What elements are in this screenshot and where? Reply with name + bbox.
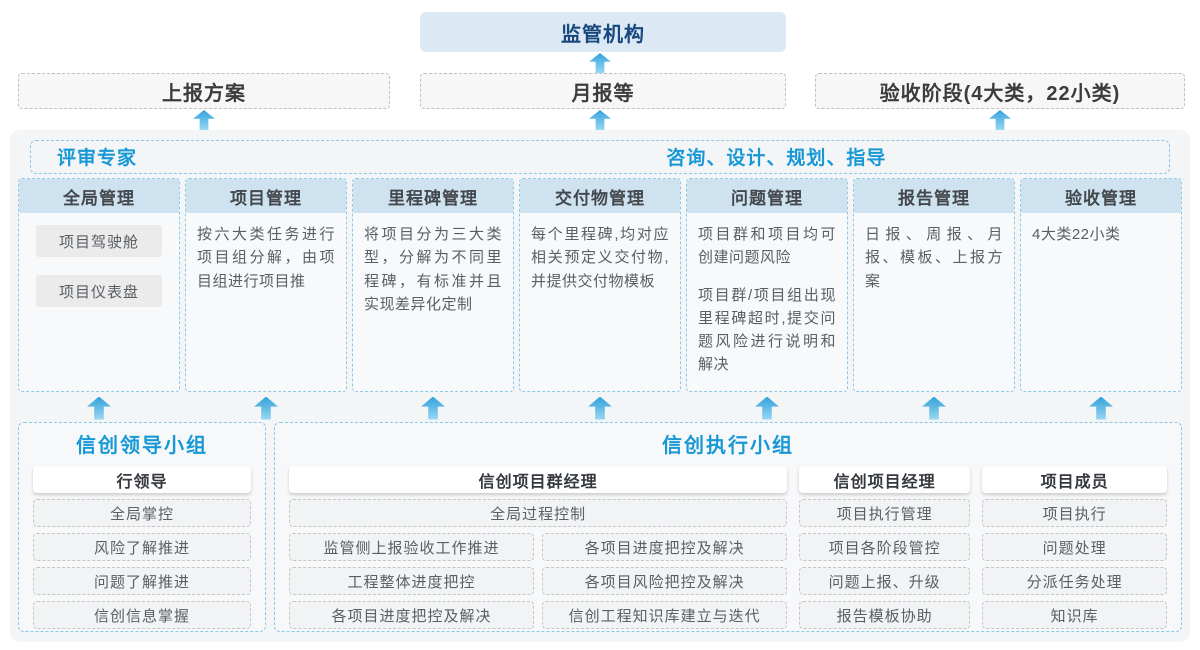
column-project-management: 项目管理 按六大类任务进行项目组分解，由项目组进行项目推: [185, 178, 347, 392]
column-description: 每个里程碑,均对应相关预定义交付物,并提供交付物模板: [531, 226, 669, 290]
project-manager-duty-item: 报告模板协助: [799, 601, 971, 629]
column-arrows-row: [18, 396, 1182, 420]
pm-duty-item: 各项目进度把控及解决: [542, 533, 788, 561]
regulator-label: 监管机构: [561, 23, 645, 46]
review-experts-label: 评审专家: [57, 148, 138, 169]
column-report-management: 报告管理 日报、周报、月报、模板、上报方案: [853, 178, 1015, 392]
up-arrow-icon: [1089, 396, 1113, 420]
consulting-design-label: 咨询、设计、规划、指导: [666, 148, 887, 169]
column-title: 全局管理: [19, 179, 179, 213]
pm-duty-item: 各项目风险把控及解决: [542, 567, 788, 595]
up-arrow-icon: [421, 396, 445, 420]
column-milestone-management: 里程碑管理 将项目分为三大类型，分解为不同里程碑，有标准并且实现差异化定制: [352, 178, 514, 392]
output-box-report-plan: 上报方案: [18, 73, 390, 109]
column-description: 日报、周报、月报、模板、上报方案: [865, 226, 1003, 290]
pm-duty-item: 工程整体进度把控: [289, 567, 535, 595]
platform-container: 评审专家 咨询、设计、规划、指导 全局管理 项目驾驶舱 项目仪表盘 项目管理 按…: [10, 130, 1190, 642]
project-manager-card: 信创项目经理: [799, 466, 971, 493]
bank-leader-card: 行领导: [33, 466, 251, 493]
up-arrow-icon: [922, 396, 946, 420]
regulator-box: 监管机构: [420, 12, 786, 52]
up-arrow-icon: [589, 110, 611, 130]
column-global-management: 全局管理 项目驾驶舱 项目仪表盘: [18, 178, 180, 392]
project-manager-duty-item: 项目各阶段管控: [799, 533, 971, 561]
program-manager-card: 信创项目群经理: [289, 466, 788, 493]
management-columns: 全局管理 项目驾驶舱 项目仪表盘 项目管理 按六大类任务进行项目组分解，由项目组…: [18, 178, 1182, 392]
column-title: 报告管理: [854, 179, 1014, 213]
member-duty-item: 知识库: [982, 601, 1167, 629]
column-title: 问题管理: [687, 179, 847, 213]
pill-project-cockpit: 项目驾驶舱: [36, 225, 162, 257]
pm-duty-item: 各项目进度把控及解决: [289, 601, 535, 629]
up-arrow-icon: [254, 396, 278, 420]
project-member-column: 项目成员 项目执行 问题处理 分派任务处理 知识库: [982, 466, 1167, 629]
program-manager-column: 信创项目群经理 全局过程控制 监管侧上报验收工作推进 各项目进度把控及解决 工程…: [289, 466, 788, 629]
column-title: 验收管理: [1021, 179, 1181, 213]
project-member-card: 项目成员: [982, 466, 1167, 493]
column-description: 将项目分为三大类型，分解为不同里程碑，有标准并且实现差异化定制: [364, 226, 502, 313]
output-box-monthly-report: 月报等: [420, 73, 786, 109]
column-description: 按六大类任务进行项目组分解，由项目组进行项目推: [197, 226, 335, 290]
column-description: 4大类22小类: [1032, 226, 1121, 243]
pm-duty-item: 全局过程控制: [289, 499, 788, 527]
up-arrow-icon: [588, 396, 612, 420]
up-arrow-icon: [589, 53, 611, 73]
output-label: 上报方案: [162, 82, 246, 105]
output-label: 月报等: [571, 82, 635, 105]
leader-duty-item: 信创信息掌握: [33, 601, 251, 629]
column-description: 项目群/项目组出现里程碑超时,提交问题风险进行说明和解决: [698, 286, 836, 374]
up-arrow-icon: [755, 396, 779, 420]
up-arrow-icon: [193, 110, 215, 130]
pill-project-dashboard: 项目仪表盘: [36, 275, 162, 307]
leader-duty-item: 问题了解推进: [33, 567, 251, 595]
expert-roles-bar: 评审专家 咨询、设计、规划、指导: [30, 140, 1170, 174]
column-title: 项目管理: [186, 179, 346, 213]
column-description: 项目群和项目均可创建问题风险: [698, 226, 836, 267]
member-duty-item: 分派任务处理: [982, 567, 1167, 595]
project-manager-duty-item: 问题上报、升级: [799, 567, 971, 595]
member-duty-item: 项目执行: [982, 499, 1167, 527]
leadership-group-box: 信创领导小组 行领导 全局掌控 风险了解推进 问题了解推进 信创信息掌握: [18, 422, 266, 632]
member-duty-item: 问题处理: [982, 533, 1167, 561]
leader-duty-item: 全局掌控: [33, 499, 251, 527]
pm-duty-item: 信创工程知识库建立与迭代: [542, 601, 788, 629]
column-issue-management: 问题管理 项目群和项目均可创建问题风险 项目群/项目组出现里程碑超时,提交问题风…: [686, 178, 848, 392]
leader-duty-item: 风险了解推进: [33, 533, 251, 561]
up-arrow-icon: [87, 396, 111, 420]
pm-duty-item: 监管侧上报验收工作推进: [289, 533, 535, 561]
column-deliverable-management: 交付物管理 每个里程碑,均对应相关预定义交付物,并提供交付物模板: [519, 178, 681, 392]
output-label: 验收阶段(4大类，22小类): [879, 82, 1121, 105]
bottom-groups: 信创领导小组 行领导 全局掌控 风险了解推进 问题了解推进 信创信息掌握 信创执…: [18, 422, 1182, 632]
column-acceptance-management: 验收管理 4大类22小类: [1020, 178, 1182, 392]
execution-group-box: 信创执行小组 信创项目群经理 全局过程控制 监管侧上报验收工作推进 各项目进度把…: [274, 422, 1182, 632]
column-title: 交付物管理: [520, 179, 680, 213]
output-box-acceptance-stage: 验收阶段(4大类，22小类): [815, 73, 1185, 109]
project-manager-column: 信创项目经理 项目执行管理 项目各阶段管控 问题上报、升级 报告模板协助: [799, 466, 971, 629]
execution-group-title: 信创执行小组: [662, 435, 794, 457]
project-manager-duty-item: 项目执行管理: [799, 499, 971, 527]
column-title: 里程碑管理: [353, 179, 513, 213]
leadership-group-title: 信创领导小组: [76, 435, 208, 457]
up-arrow-icon: [989, 110, 1011, 130]
